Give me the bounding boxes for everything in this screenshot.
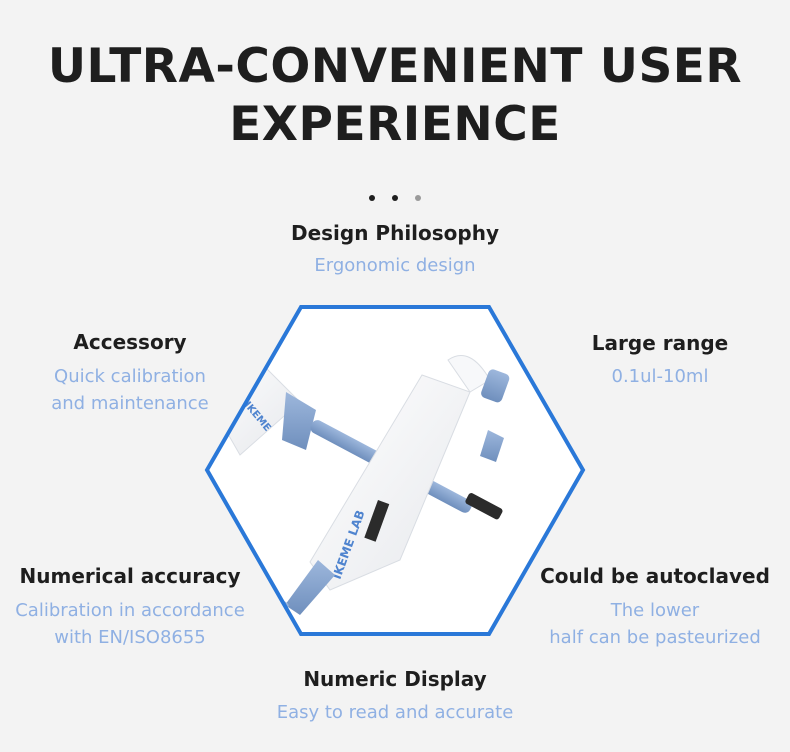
feature-title: Large range (591, 331, 729, 355)
feature-autoclave: Could be autoclaved The lower half can b… (530, 563, 780, 651)
feature-description: Quick calibration and maintenance (51, 366, 209, 414)
page-title: ULTRA-CONVENIENT USER EXPERIENCE (0, 38, 790, 154)
feature-description: Calibration in accordance with EN/ISO865… (15, 600, 245, 648)
feature-large-range: Large range 0.1ul-10ml (555, 330, 765, 390)
feature-design-philosophy: Design Philosophy Ergonomic design (245, 220, 545, 279)
feature-numerical-accuracy: Numerical accuracy Calibration in accord… (0, 563, 260, 651)
page-title-line-1: ULTRA-CONVENIENT USER (47, 39, 743, 94)
feature-accessory: Accessory Quick calibration and maintena… (10, 329, 250, 417)
pipette-brand-label: IKEME LAB (330, 508, 368, 581)
pager-dot-1[interactable] (368, 195, 375, 201)
feature-title: Design Philosophy (290, 221, 500, 245)
feature-title: Could be autoclaved (540, 564, 770, 588)
feature-title: Numerical accuracy (19, 564, 241, 588)
feature-description: 0.1ul-10ml (611, 366, 709, 387)
feature-numeric-display: Numeric Display Easy to read and accurat… (245, 666, 545, 726)
pager-dot-2[interactable] (392, 195, 398, 201)
feature-description: The lower half can be pasteurized (549, 600, 761, 648)
carousel-pager (0, 186, 790, 205)
page-title-line-2: EXPERIENCE (229, 97, 561, 152)
pipette-right-image: IKEME LAB (268, 355, 510, 622)
feature-title: Accessory (73, 330, 187, 354)
feature-description: Ergonomic design (314, 255, 476, 276)
feature-title: Numeric Display (303, 667, 487, 691)
pager-dot-3[interactable] (415, 195, 422, 201)
feature-description: Easy to read and accurate (276, 702, 514, 723)
